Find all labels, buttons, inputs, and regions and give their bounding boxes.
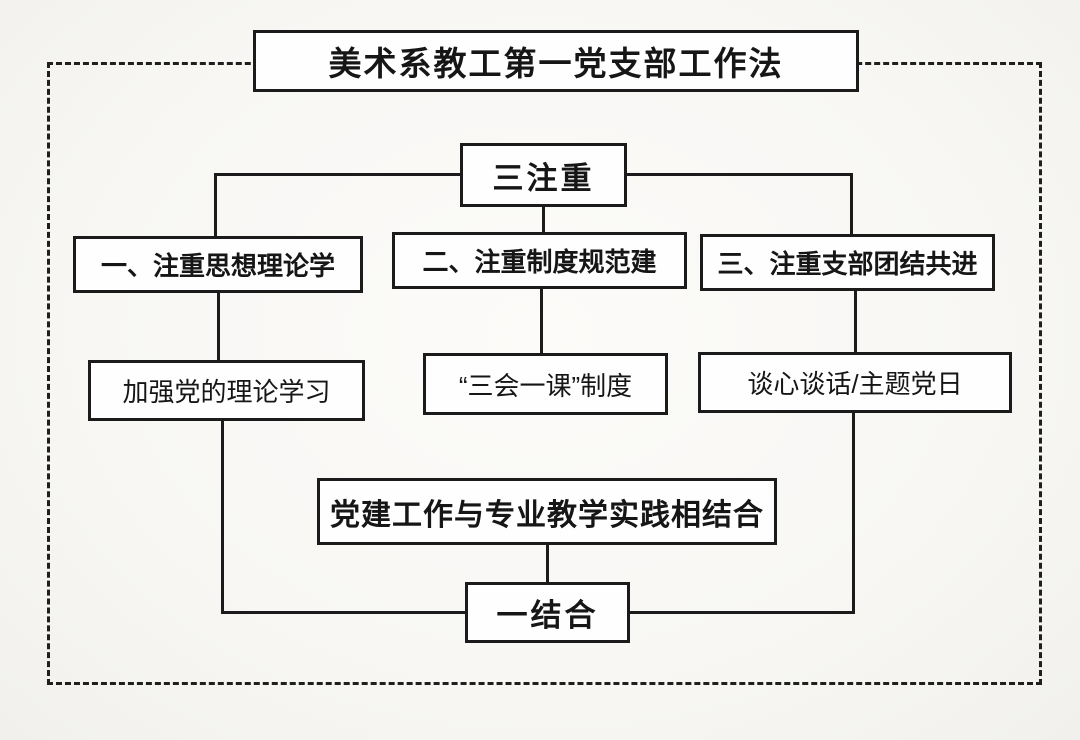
node-branch1-heading: 一、注重思想理论学 <box>73 236 363 293</box>
node-branch3-detail-label: 谈心谈话/主题党日 <box>747 369 963 399</box>
connector-top-to-branch2-vertical <box>542 204 545 235</box>
connector-detail1-to-bottom-horizontal <box>221 611 468 614</box>
connector-branch3-to-detail3 <box>854 288 857 355</box>
connector-top-to-branch3-vertical <box>850 173 853 237</box>
node-branch2-detail: “三会一课”制度 <box>423 353 668 415</box>
node-branch3-heading: 三、注重支部团结共进 <box>700 234 995 291</box>
connector-integration-to-bottom <box>546 542 549 585</box>
node-branch2-heading: 二、注重制度规范建 <box>392 232 687 289</box>
node-three-emphases-label: 三注重 <box>492 160 595 196</box>
connector-detail3-to-bottom-vertical <box>852 410 855 614</box>
connector-top-to-branch1-horizontal <box>214 173 463 176</box>
connector-branch2-to-detail2 <box>540 286 543 356</box>
node-branch1-heading-label: 一、注重思想理论学 <box>100 251 335 281</box>
node-integration: 党建工作与专业教学实践相结合 <box>317 478 777 545</box>
node-branch3-detail: 谈心谈话/主题党日 <box>698 352 1012 413</box>
connector-detail3-to-bottom-horizontal <box>628 611 855 614</box>
node-branch1-detail: 加强党的理论学习 <box>88 360 365 421</box>
node-branch3-heading-label: 三、注重支部团结共进 <box>717 249 978 279</box>
diagram-title-box: 美术系教工第一党支部工作法 <box>253 30 859 92</box>
node-branch2-heading-label: 二、注重制度规范建 <box>422 247 657 277</box>
node-three-emphases: 三注重 <box>460 143 627 207</box>
node-one-combination: 一结合 <box>465 582 630 643</box>
node-one-combination-label: 一结合 <box>496 598 599 633</box>
diagram-title-text: 美术系教工第一党支部工作法 <box>328 45 784 82</box>
connector-branch1-to-detail1 <box>217 290 220 363</box>
connector-top-to-branch1-vertical <box>214 173 217 239</box>
node-integration-label: 党建工作与专业教学实践相结合 <box>330 498 764 532</box>
connector-top-to-branch3-horizontal <box>624 173 853 176</box>
node-branch2-detail-label: “三会一课”制度 <box>458 370 633 401</box>
connector-detail1-to-bottom-vertical <box>221 418 224 614</box>
node-branch1-detail-label: 加强党的理论学习 <box>122 377 331 407</box>
